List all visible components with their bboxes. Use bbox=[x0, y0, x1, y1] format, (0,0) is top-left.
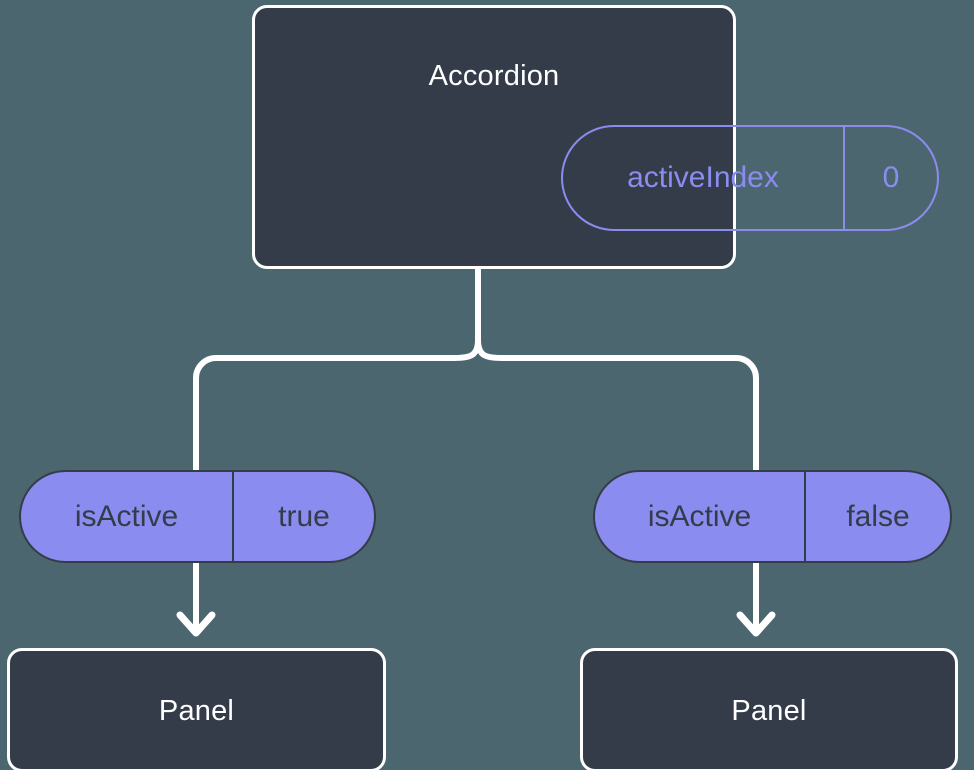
state-pill-active-index[interactable]: activeIndex 0 bbox=[561, 125, 939, 231]
accordion-title: Accordion bbox=[428, 60, 560, 92]
prop-pill-left-value: true bbox=[232, 472, 374, 561]
prop-pill-right-value: false bbox=[804, 472, 950, 561]
arrowhead-right-panel bbox=[736, 611, 776, 637]
connector-split-to-left-pill bbox=[193, 339, 481, 472]
prop-pill-is-active-false[interactable]: isActive false bbox=[593, 470, 952, 563]
arrowhead-left-panel bbox=[176, 611, 216, 637]
state-pill-value: 0 bbox=[843, 127, 937, 229]
connector-split-to-right-pill bbox=[475, 339, 759, 472]
panel-left-title: Panel bbox=[158, 695, 235, 727]
panel-right-component-box[interactable]: Panel bbox=[580, 648, 958, 770]
state-pill-key: activeIndex bbox=[627, 161, 779, 194]
prop-pill-is-active-true[interactable]: isActive true bbox=[19, 470, 376, 563]
prop-pill-right-key: isActive bbox=[647, 499, 752, 533]
accordion-component-box[interactable]: Accordion activeIndex 0 bbox=[252, 5, 939, 269]
prop-pill-left-key: isActive bbox=[74, 499, 179, 533]
panel-right-title: Panel bbox=[731, 695, 807, 727]
panel-left-component-box[interactable]: Panel bbox=[7, 648, 386, 770]
